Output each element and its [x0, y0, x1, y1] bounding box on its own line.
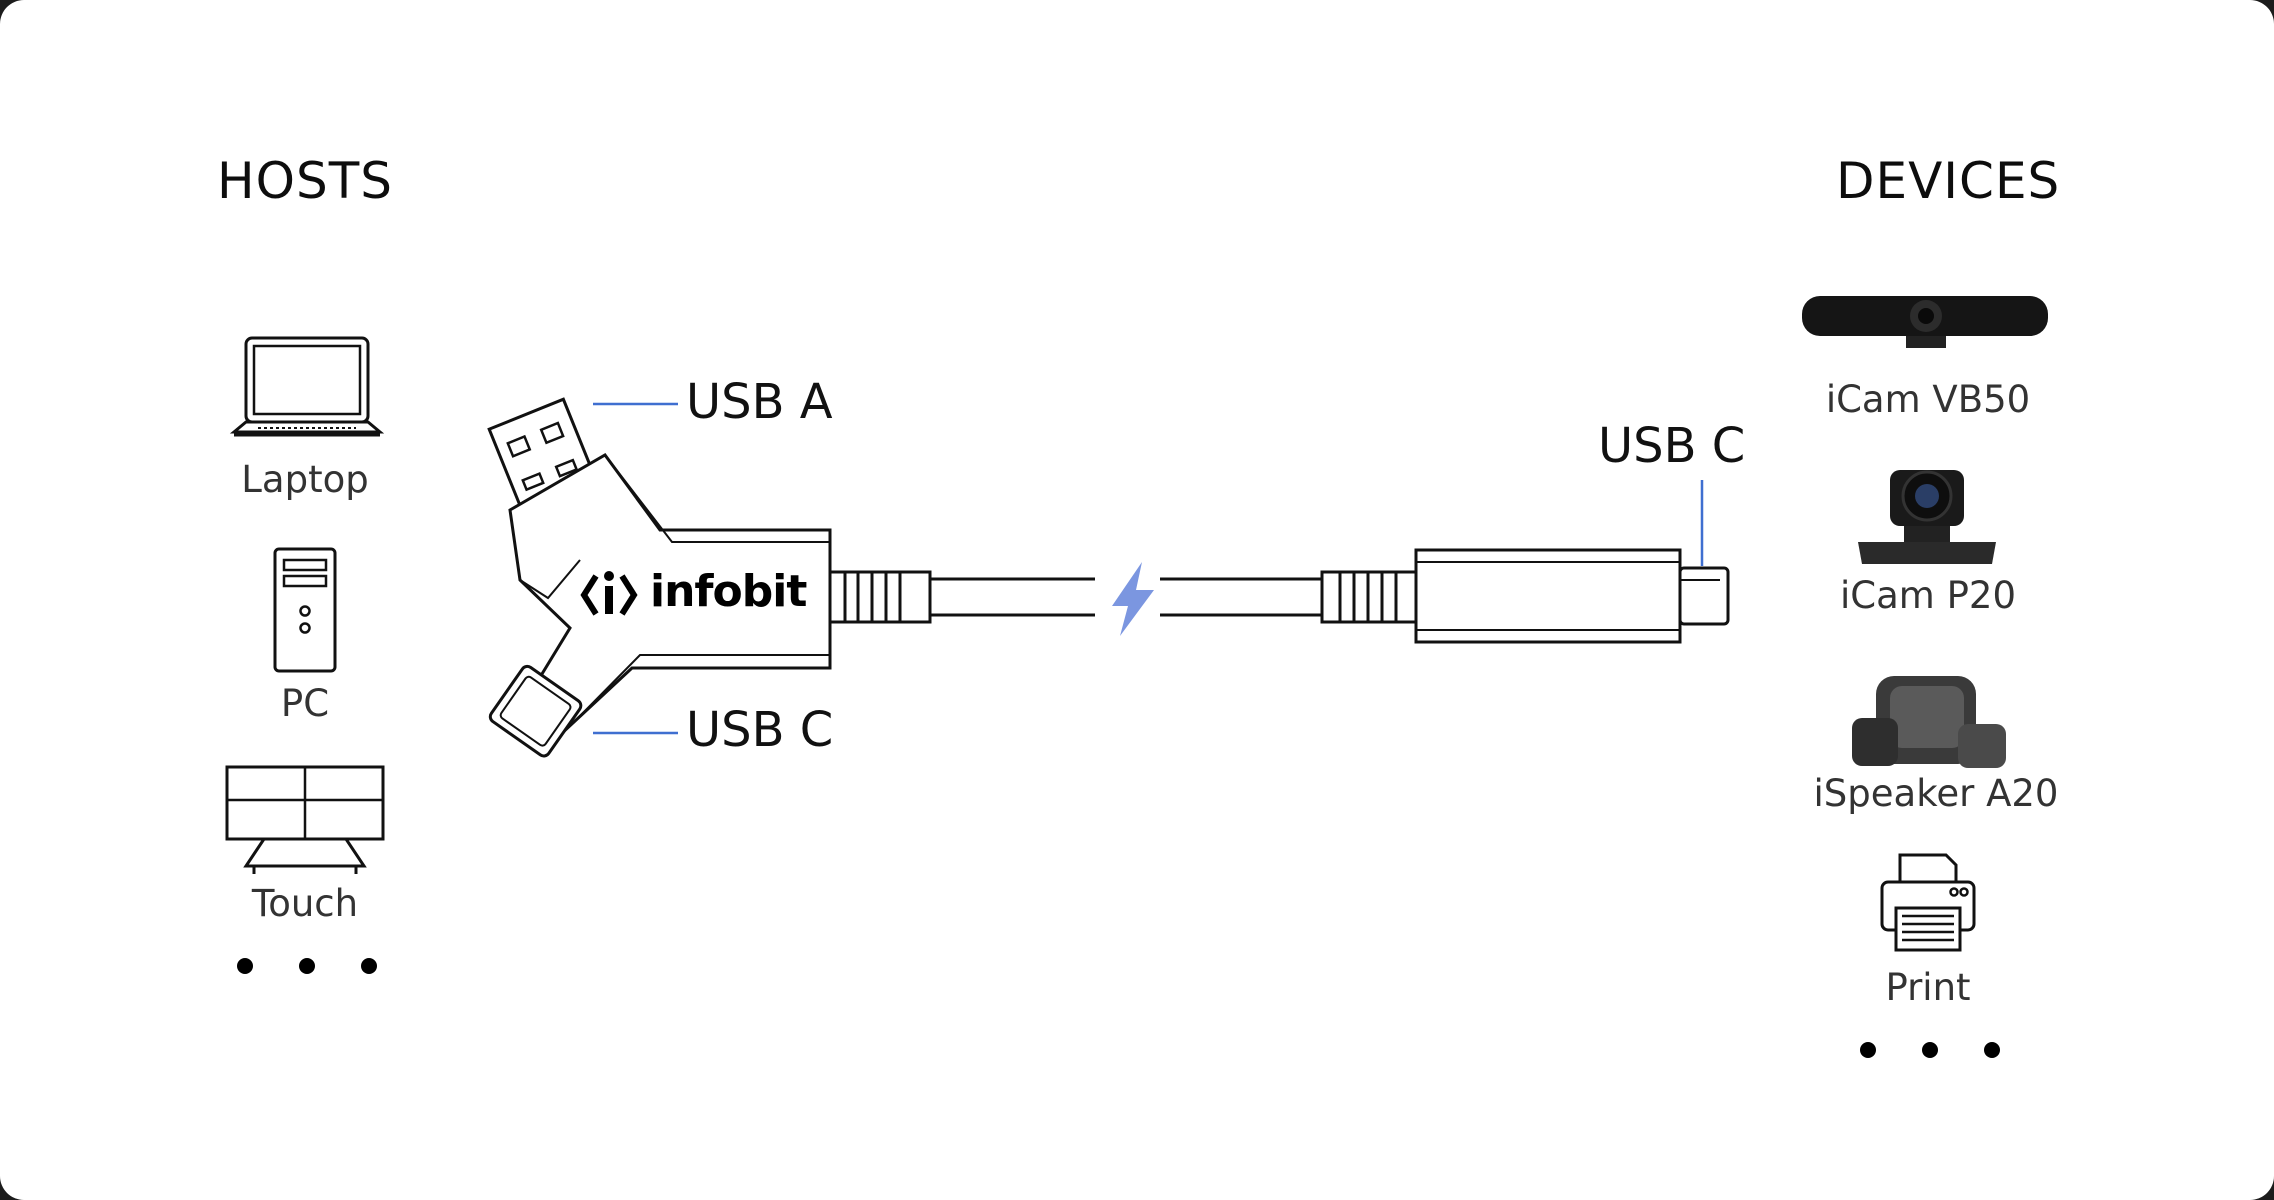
usb-c-host-label: USB C [686, 702, 834, 758]
video-bar-icon [1802, 296, 2048, 348]
ptz-camera-icon [1858, 470, 1996, 564]
hosts-more-ellipsis [237, 958, 423, 974]
usb-c-device-label: USB C [1598, 418, 1746, 474]
infobit-brand-text: infobit [650, 566, 807, 617]
usb-c-host-plug [488, 664, 583, 758]
pc-tower-icon [273, 547, 337, 673]
devices-heading: DEVICES [1836, 152, 2061, 210]
usb-a-label: USB A [686, 374, 833, 430]
device-label-icam-p20: iCam P20 [1840, 574, 2016, 617]
usb-c-device-plug [1678, 566, 1730, 626]
speaker-set-icon [1852, 676, 2006, 768]
hosts-heading: HOSTS [217, 152, 393, 210]
laptop-icon [229, 336, 385, 437]
printer-icon [1880, 853, 1976, 952]
device-label-icam-vb50: iCam VB50 [1825, 378, 2031, 421]
device-label-ispeaker-a20: iSpeaker A20 [1813, 772, 2059, 815]
y-cable-diagram [487, 397, 1730, 758]
touch-display-icon [225, 765, 385, 874]
infobit-logo-mark [580, 571, 638, 616]
host-label-laptop: Laptop [241, 458, 369, 501]
device-label-print: Print [1885, 966, 1971, 1009]
host-label-touch: Touch [251, 882, 359, 925]
host-label-pc: PC [280, 682, 330, 725]
devices-more-ellipsis [1860, 1042, 2046, 1058]
lightning-bolt-icon [1112, 562, 1154, 636]
